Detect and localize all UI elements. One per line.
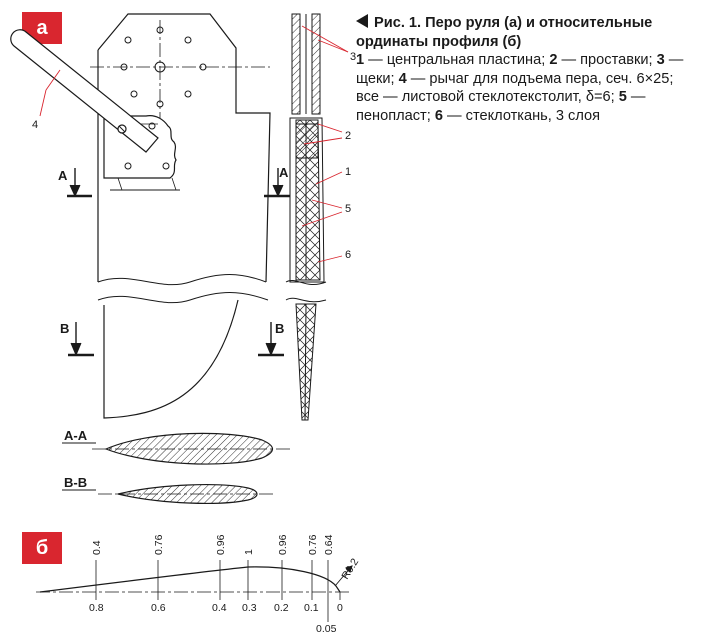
- edge-callout-labels: 3 2 1 5 6: [345, 51, 356, 261]
- svg-text:В: В: [275, 321, 284, 336]
- svg-text:В-В: В-В: [64, 475, 87, 490]
- svg-text:3: 3: [350, 51, 356, 63]
- section-marker-b-left: В: [60, 321, 94, 357]
- rudder-lower-outline: [103, 299, 239, 419]
- section-marker-a-left: А: [58, 168, 92, 198]
- edge-section-view: [285, 13, 327, 421]
- caption-marker-icon: [356, 14, 368, 28]
- caption-item-num: 5: [618, 89, 627, 106]
- svg-text:0.3: 0.3: [242, 602, 257, 614]
- svg-text:А: А: [279, 165, 289, 180]
- caption-items: 1 — центральная пластина; 2 — проставки;…: [356, 52, 683, 124]
- profile-ordinates-diagram: [36, 560, 353, 622]
- figure-b-badge: б: [22, 532, 62, 564]
- svg-text:0.96: 0.96: [277, 534, 289, 555]
- lever-bar: [10, 29, 159, 153]
- caption-title: Рис. 1. Перо руля (а) и относительные ор…: [356, 15, 653, 50]
- section-marker-a-right: А: [264, 165, 290, 198]
- caption-item-text: — центральная пластина;: [364, 52, 550, 69]
- svg-text:0.05: 0.05: [316, 623, 337, 635]
- caption-item-num: 6: [434, 107, 443, 124]
- caption-item-text: — рычаг для подъема пера, сеч. 6×25; все…: [356, 70, 674, 106]
- section-aa: А-А: [62, 428, 290, 465]
- caption-item-text: — пенопласт;: [356, 89, 646, 124]
- section-marker-b-right: В: [258, 321, 284, 357]
- svg-text:0.4: 0.4: [212, 602, 227, 614]
- svg-text:В: В: [60, 321, 69, 336]
- svg-text:R0.2: R0.2: [339, 556, 361, 581]
- svg-text:4: 4: [32, 119, 38, 131]
- callout-4: 4: [32, 69, 61, 131]
- caption-item-text: — проставки;: [557, 52, 657, 69]
- rudder-head-outline: [97, 13, 271, 283]
- figure-caption: Рис. 1. Перо руля (а) и относительные ор…: [356, 14, 696, 126]
- break-line-top: [97, 274, 267, 286]
- break-line-bottom: [97, 292, 269, 304]
- svg-text:2: 2: [345, 130, 351, 142]
- section-bb: В-В: [62, 475, 276, 504]
- rudder-blade-view: [90, 13, 271, 419]
- svg-text:А-А: А-А: [64, 428, 88, 443]
- caption-item-num: 4: [398, 70, 407, 87]
- caption-item-num: 1: [356, 52, 365, 69]
- svg-text:0.1: 0.1: [304, 602, 319, 614]
- caption-item-num: 3: [656, 52, 665, 69]
- svg-text:1: 1: [345, 166, 351, 178]
- svg-text:0.76: 0.76: [153, 534, 165, 555]
- svg-text:0: 0: [337, 602, 343, 614]
- svg-text:6: 6: [345, 249, 351, 261]
- caption-item-text: — стеклоткань, 3 слоя: [442, 107, 601, 124]
- svg-text:1: 1: [243, 549, 255, 555]
- ordinate-labels: 0.4 0.76 0.96 1 0.96 0.76 0.64 0.8 0.6 0…: [89, 534, 361, 635]
- svg-text:0.64: 0.64: [323, 534, 335, 555]
- svg-text:5: 5: [345, 203, 351, 215]
- svg-text:0.76: 0.76: [307, 534, 319, 555]
- caption-item-text: — щеки;: [356, 52, 684, 87]
- edge-callouts: [301, 25, 349, 263]
- svg-text:0.6: 0.6: [151, 602, 166, 614]
- bolt-holes: [120, 26, 207, 108]
- svg-text:0.8: 0.8: [89, 602, 104, 614]
- svg-text:0.96: 0.96: [215, 534, 227, 555]
- svg-text:0.4: 0.4: [91, 540, 103, 555]
- caption-item-num: 2: [549, 52, 558, 69]
- svg-text:А: А: [58, 168, 68, 183]
- svg-text:0.2: 0.2: [274, 602, 289, 614]
